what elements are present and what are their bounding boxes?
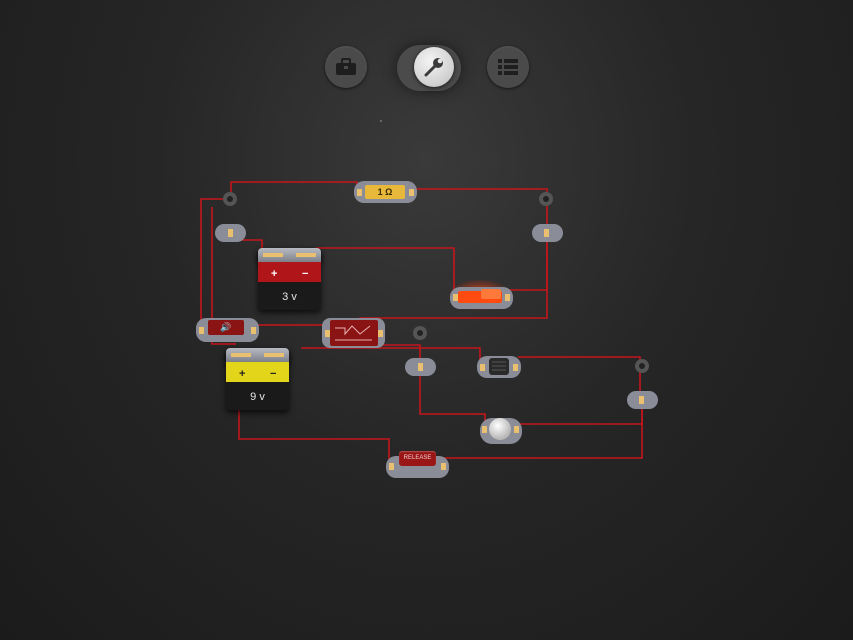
wire — [419, 370, 486, 426]
wire — [442, 406, 643, 466]
wire — [414, 188, 548, 291]
wire — [211, 207, 236, 345]
capacitor[interactable] — [477, 356, 521, 378]
speaker-icon: 🔊 — [208, 320, 244, 335]
wires — [200, 181, 643, 466]
wire — [330, 347, 481, 365]
battery-3v-label: 3 v — [282, 291, 297, 303]
wrench-icon — [424, 58, 443, 77]
relay-chip[interactable] — [322, 318, 385, 348]
terminal-node[interactable] — [223, 192, 237, 206]
battery-3v-terminal-plus — [263, 253, 283, 257]
battery-9v-band — [226, 362, 289, 382]
terminal-node[interactable] — [635, 359, 649, 373]
wire — [200, 198, 229, 333]
battery-3v-minus-sign: − — [302, 268, 309, 280]
list-button[interactable] — [487, 46, 529, 88]
terminals — [223, 192, 649, 373]
connector-pad[interactable] — [405, 358, 436, 376]
toolbar-separator-dot — [380, 120, 382, 122]
wire — [516, 400, 643, 425]
terminal-node[interactable] — [539, 192, 553, 206]
toolbox-icon — [336, 58, 356, 75]
terminal-node[interactable] — [413, 326, 427, 340]
list-icon — [498, 59, 518, 75]
battery-3v-terminal-minus — [296, 253, 316, 257]
light-bulb[interactable] — [480, 418, 522, 444]
toggle-switch[interactable] — [448, 279, 513, 311]
battery-9v-cap — [226, 348, 289, 362]
connector-pads — [215, 224, 658, 409]
battery-9v-plus-sign: + — [239, 368, 246, 380]
toolbar — [0, 0, 853, 130]
connector-pad[interactable] — [215, 224, 246, 242]
resistor-label: 1 Ω — [365, 185, 405, 199]
release-button[interactable]: RELEASE — [399, 451, 436, 466]
battery-3v[interactable]: + − 3 v — [258, 248, 321, 310]
battery-9v-terminal-minus — [264, 353, 284, 357]
connector-pad[interactable] — [532, 224, 563, 242]
toolbox-button[interactable] — [325, 46, 367, 88]
battery-9v-label: 9 v — [250, 391, 265, 403]
battery-3v-cap — [258, 248, 321, 262]
battery-9v-terminal-plus — [231, 353, 251, 357]
wrench-button[interactable] — [414, 47, 454, 87]
battery-3v-plus-sign: + — [271, 268, 278, 280]
wire — [316, 247, 455, 296]
battery-9v[interactable]: + − 9 v — [226, 348, 289, 410]
wire — [518, 356, 641, 400]
wire — [230, 181, 358, 196]
battery-9v-minus-sign: − — [270, 368, 277, 380]
battery-3v-band — [258, 262, 321, 282]
connector-pad[interactable] — [627, 391, 658, 409]
